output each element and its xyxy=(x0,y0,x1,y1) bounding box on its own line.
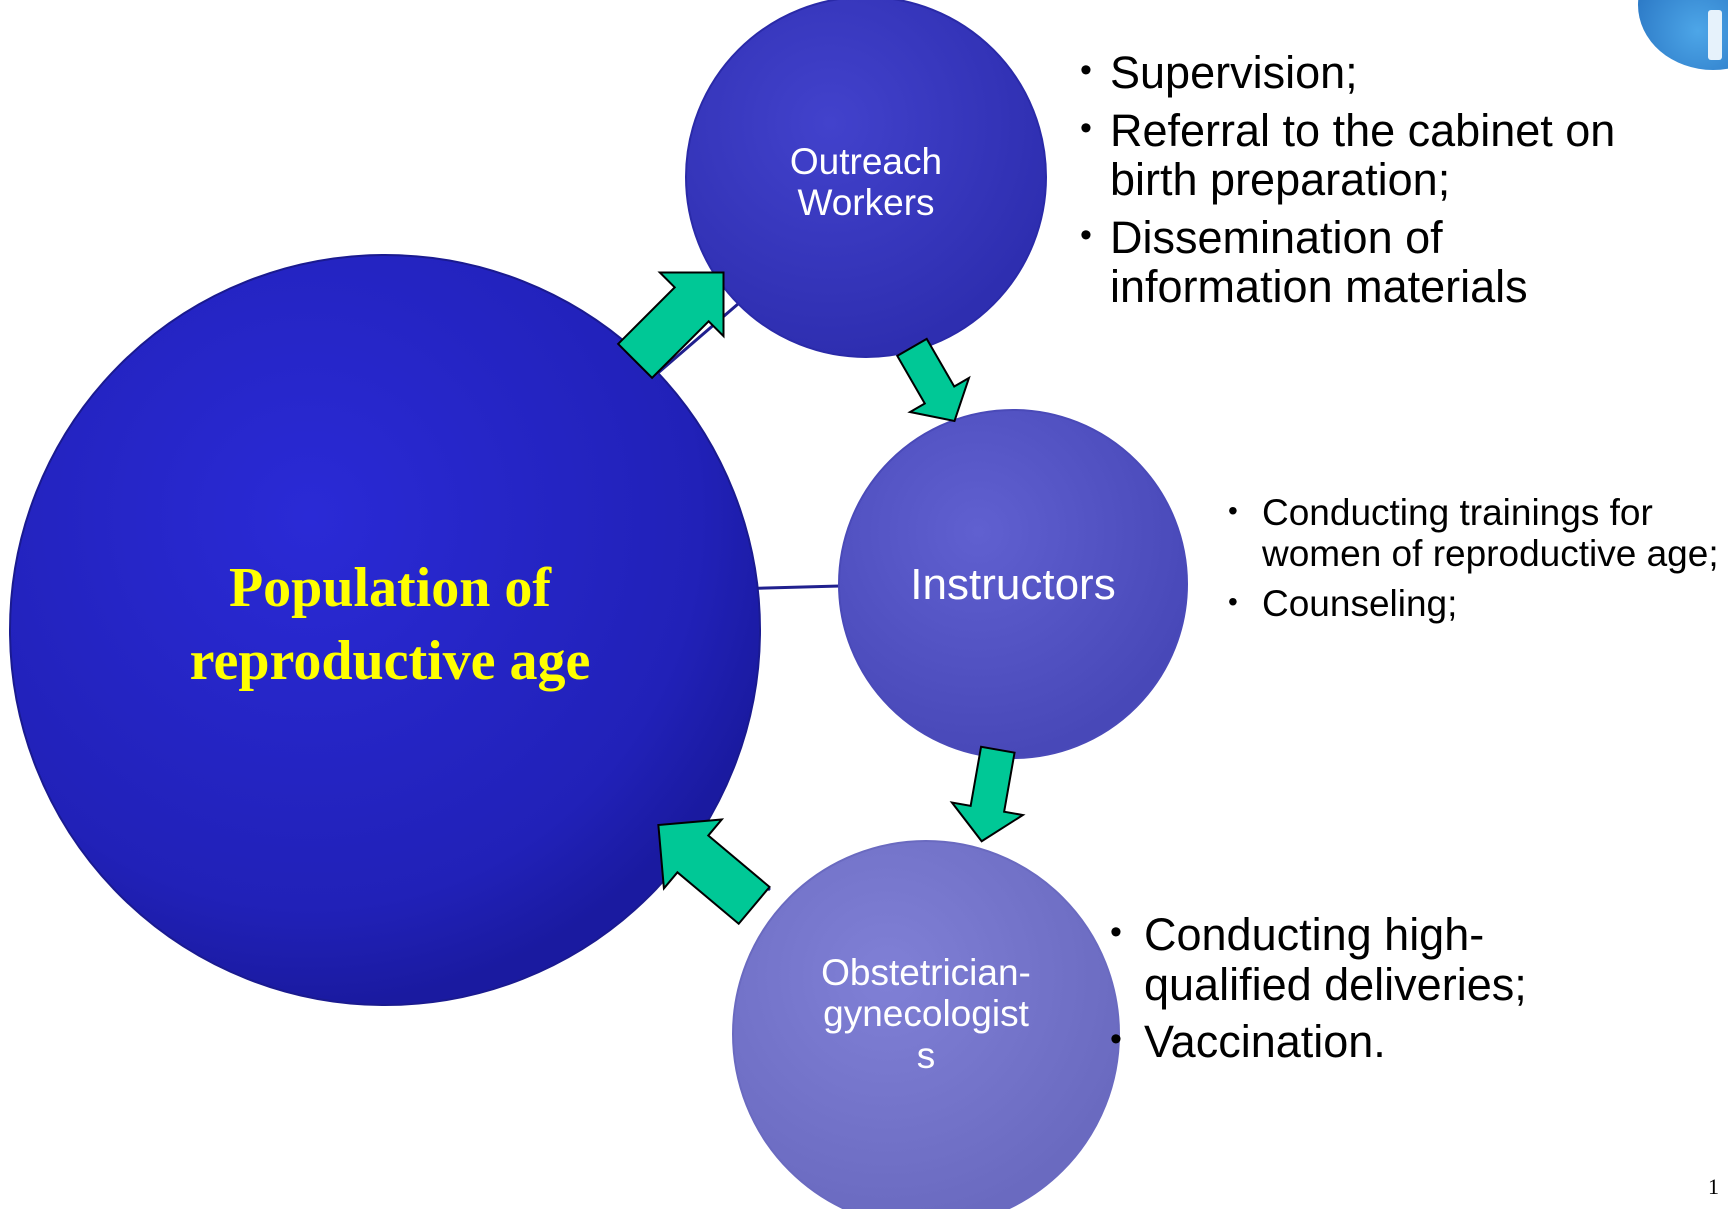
outreach-bullet: Supervision; xyxy=(1080,48,1640,98)
instructors-label: Instructors xyxy=(860,555,1166,615)
obgyn-line1: Obstetrician- xyxy=(821,951,1031,993)
obgyn-bullet: Vaccination. xyxy=(1110,1017,1630,1067)
outreach-line2: Workers xyxy=(797,182,935,223)
obgyn-label: Obstetrician- gynecologist s xyxy=(776,944,1076,1084)
main-node-line2: reproductive age xyxy=(189,629,591,692)
slide-number: 1 xyxy=(1708,1174,1719,1199)
instructors-bullet: Conducting trainings for women of reprod… xyxy=(1228,492,1728,575)
instructors-bullet: Counseling; xyxy=(1228,583,1728,624)
outreach-bullet: Dissemination of information materials xyxy=(1080,212,1640,312)
arrow-to-main xyxy=(657,818,771,926)
obgyn-line2: gynecologist xyxy=(823,993,1029,1035)
outreach-bullet: Referral to the cabinet on birth prepara… xyxy=(1080,105,1640,205)
obgyn-bullet-list: Conducting high-qualified deliveries; Va… xyxy=(1110,910,1630,1075)
instructors-line1: Instructors xyxy=(910,560,1116,610)
obgyn-line3: s xyxy=(916,1034,936,1076)
main-node-label: Population of reproductive age xyxy=(140,552,640,698)
outreach-line1: Outreach xyxy=(789,140,943,182)
arrow-to-obgyn xyxy=(949,745,1026,843)
outreach-bullet-list: Supervision; Referral to the cabinet on … xyxy=(1080,48,1640,320)
arrow-to-outreach-shape xyxy=(616,271,725,380)
outreach-label: Outreach Workers xyxy=(746,137,986,227)
arrow-to-instructors xyxy=(895,337,971,423)
obgyn-bullet: Conducting high-qualified deliveries; xyxy=(1110,910,1630,1009)
main-node-line1: Population of xyxy=(228,557,552,619)
outreach-circle xyxy=(685,0,1047,358)
instructors-bullet-list: Conducting trainings for women of reprod… xyxy=(1228,492,1728,632)
main-circle xyxy=(9,254,761,1006)
